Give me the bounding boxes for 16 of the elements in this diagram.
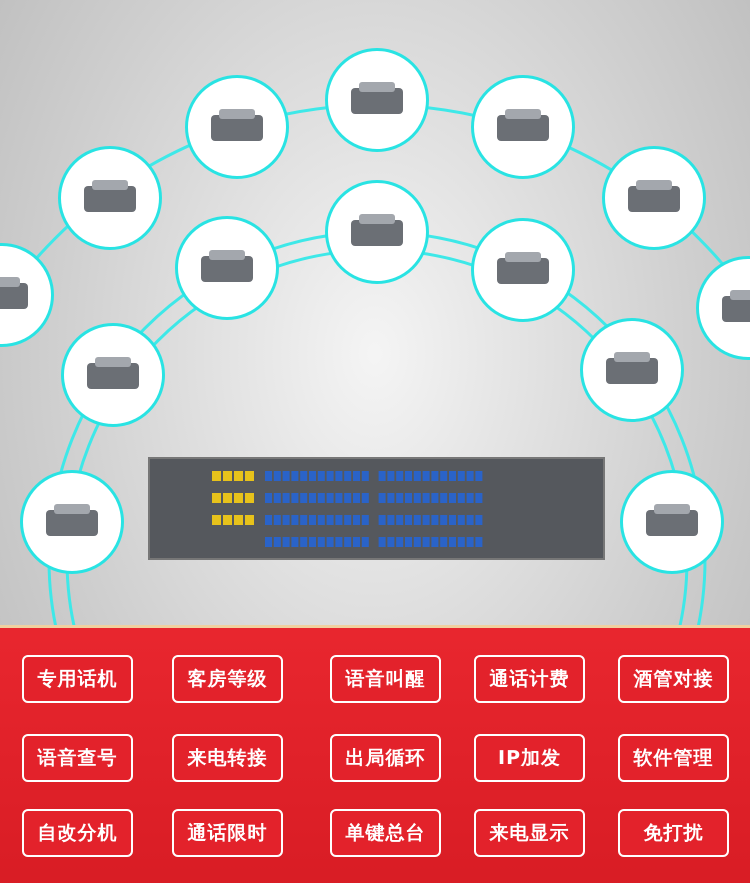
feature-label: 来电转接 <box>172 734 283 782</box>
feature-label: 软件管理 <box>618 734 729 782</box>
feature-label: 专用话机 <box>22 655 133 703</box>
feature-label: 通话限时 <box>172 809 283 857</box>
feature-label: 自改分机 <box>22 809 133 857</box>
feature-label: 客房等级 <box>172 655 283 703</box>
feature-label: 免打扰 <box>618 809 729 857</box>
feature-label: 来电显示 <box>474 809 585 857</box>
device-picture <box>148 457 605 560</box>
feature-label: 出局循环 <box>330 734 441 782</box>
feature-label: 语音查号 <box>22 734 133 782</box>
feature-label: IP加发 <box>474 734 585 782</box>
feature-label: 通话计费 <box>474 655 585 703</box>
feature-label: 语音叫醒 <box>330 655 441 703</box>
feature-label: 单键总台 <box>330 809 441 857</box>
feature-label: 酒管对接 <box>618 655 729 703</box>
